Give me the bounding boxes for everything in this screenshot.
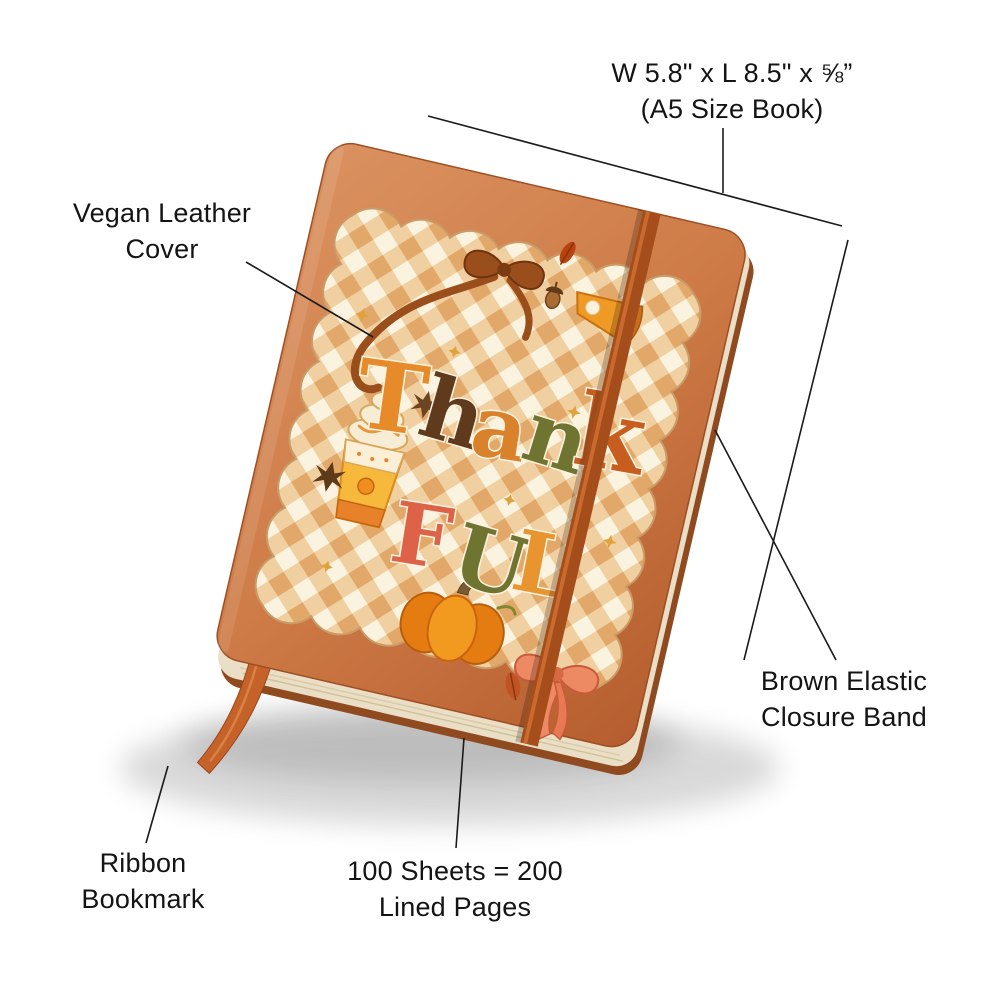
fall-leaf-icon bbox=[505, 672, 521, 701]
elastic-band-line2: Closure Band bbox=[761, 701, 927, 732]
acorn-icon bbox=[544, 281, 564, 310]
book-spine-highlight bbox=[217, 144, 344, 654]
ribbon-bookmark-label: Ribbon Bookmark bbox=[26, 846, 260, 917]
star-anise-icon bbox=[410, 391, 442, 419]
vegan-leather-line1: Vegan Leather bbox=[72, 198, 252, 228]
leader-line-vegan-cover bbox=[245, 261, 374, 338]
fall-leaf-icon bbox=[559, 241, 576, 266]
dimension-line-width bbox=[427, 115, 843, 227]
sheets-count-line1: 100 Sheets = 200 bbox=[347, 856, 563, 886]
vegan-leather-line2: Cover bbox=[125, 233, 199, 264]
size-dimensions-line2: (A5 Size Book) bbox=[640, 93, 824, 124]
ribbon-bookmark bbox=[196, 639, 278, 775]
pumpkin-latte-icon bbox=[335, 382, 409, 529]
size-dimensions-label: W 5.8" x L 8.5" x ⅝” (A5 Size Book) bbox=[552, 56, 912, 127]
dimension-line-length bbox=[743, 239, 849, 661]
leader-line-ribbon-bookmark bbox=[145, 765, 169, 844]
ribbon-bookmark-line1: Ribbon bbox=[99, 848, 187, 878]
elastic-band-label: Brown Elastic Closure Band bbox=[694, 664, 994, 735]
size-dimensions-line1: W 5.8" x L 8.5" x ⅝” bbox=[611, 58, 853, 88]
vegan-leather-cover-label: Vegan Leather Cover bbox=[36, 196, 288, 267]
page-edge-line bbox=[242, 672, 623, 762]
cover-design-panel bbox=[254, 207, 702, 692]
annotation-lines bbox=[145, 115, 849, 849]
elastic-band-shadow bbox=[515, 209, 644, 743]
sheets-count-line2: Lined Pages bbox=[378, 891, 532, 922]
notebook: T h a n k F U L bbox=[196, 142, 754, 775]
pumpkin-icon bbox=[399, 579, 517, 665]
elastic-band-highlight bbox=[523, 211, 650, 745]
leader-line-elastic-band bbox=[714, 429, 837, 661]
leader-line-sheets bbox=[455, 737, 465, 849]
ribbon-bookmark-line2: Bookmark bbox=[81, 883, 205, 914]
sheets-count-label: 100 Sheets = 200 Lined Pages bbox=[302, 854, 608, 925]
star-anise-icon bbox=[312, 461, 347, 492]
sparkle-icon bbox=[321, 308, 617, 573]
page-edge-line bbox=[239, 666, 621, 757]
elastic-band-line1: Brown Elastic bbox=[760, 666, 928, 696]
cover-letter: T bbox=[349, 338, 434, 458]
